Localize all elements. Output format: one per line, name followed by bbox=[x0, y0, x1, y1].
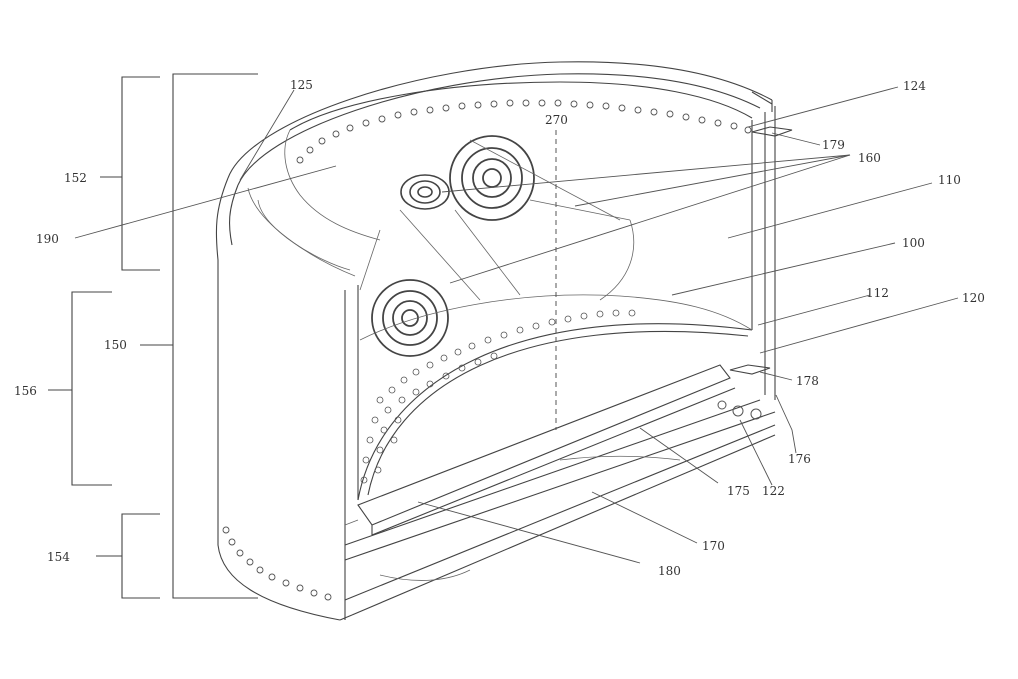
label-112: 112 bbox=[866, 286, 889, 300]
label-178: 178 bbox=[796, 374, 819, 388]
label-179: 179 bbox=[822, 138, 845, 152]
label-270: 270 bbox=[545, 113, 568, 127]
base-structure bbox=[344, 364, 776, 616]
label-120: 120 bbox=[962, 291, 985, 305]
label-156: 156 bbox=[14, 384, 37, 398]
label-110: 110 bbox=[938, 173, 961, 187]
label-125: 125 bbox=[290, 78, 313, 92]
label-180: 180 bbox=[658, 564, 681, 578]
transducer-small bbox=[400, 174, 450, 210]
label-170: 170 bbox=[702, 539, 725, 553]
leader-lines bbox=[74, 86, 959, 564]
bracket-150 bbox=[140, 73, 258, 599]
label-175: 175 bbox=[727, 484, 750, 498]
transducer-large-top bbox=[449, 135, 535, 221]
sensor-179 bbox=[751, 126, 793, 137]
rim-holes bbox=[296, 99, 752, 164]
label-154: 154 bbox=[47, 550, 70, 564]
bracket-152 bbox=[100, 76, 160, 271]
label-122: 122 bbox=[762, 484, 785, 498]
label-160: 160 bbox=[858, 151, 881, 165]
housing-outer-wall bbox=[215, 61, 776, 621]
base-holes bbox=[222, 526, 332, 601]
label-100: 100 bbox=[902, 236, 925, 250]
label-150: 150 bbox=[104, 338, 127, 352]
label-124: 124 bbox=[903, 79, 926, 93]
transducer-front bbox=[371, 279, 449, 357]
label-190: 190 bbox=[36, 232, 59, 246]
bracket-156 bbox=[48, 291, 112, 486]
bracket-154 bbox=[96, 513, 160, 599]
perforated-plate bbox=[357, 294, 753, 501]
label-176: 176 bbox=[788, 452, 811, 466]
transducer-housing bbox=[359, 139, 635, 301]
sensor-178 bbox=[729, 364, 771, 375]
label-152: 152 bbox=[64, 171, 87, 185]
